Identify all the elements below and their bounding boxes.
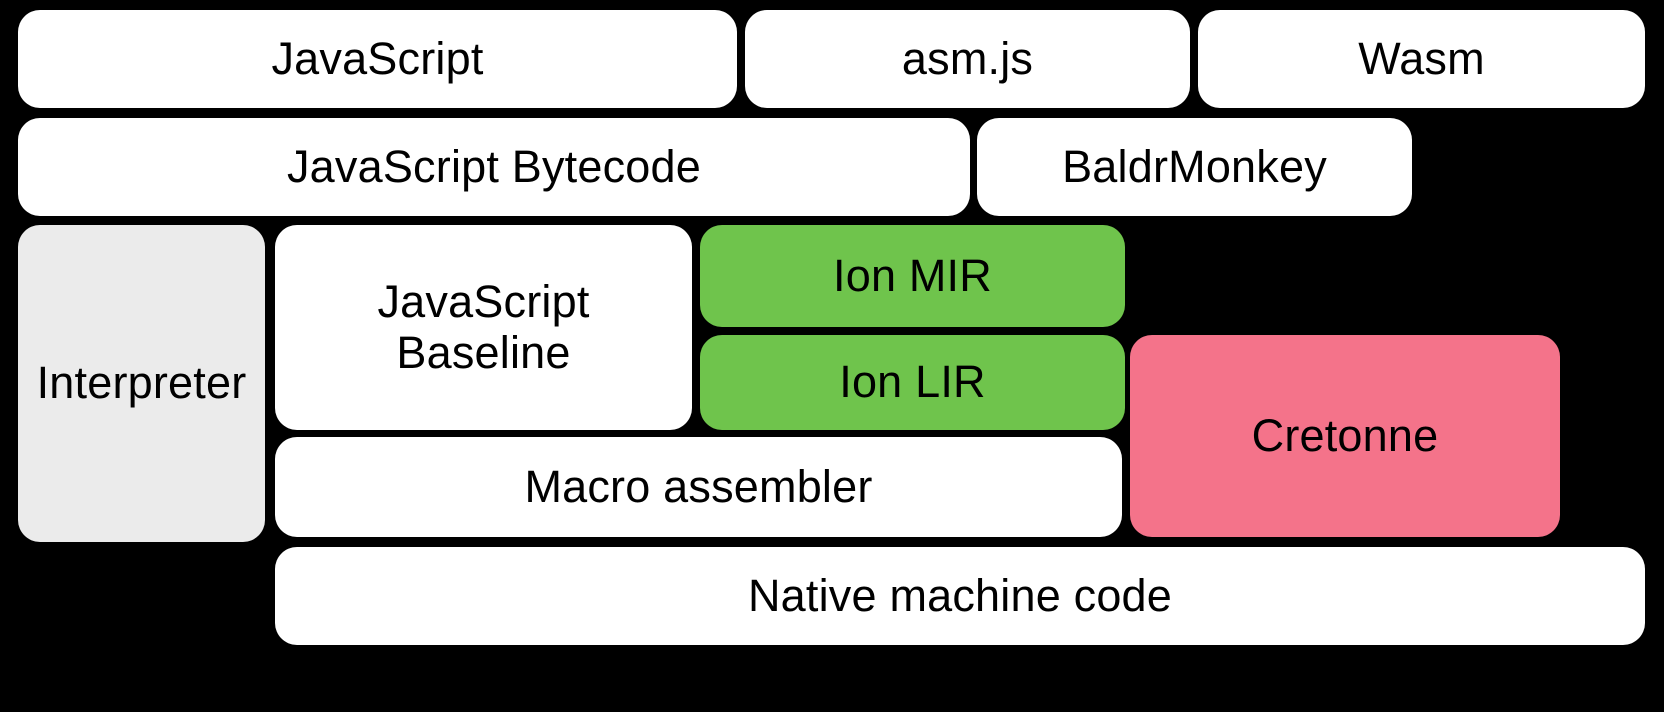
node-native-machine-code: Native machine code: [275, 547, 1645, 645]
node-ion-lir: Ion LIR: [700, 335, 1125, 430]
node-baldrmonkey: BaldrMonkey: [977, 118, 1412, 216]
node-ion-mir: Ion MIR: [700, 225, 1125, 327]
node-macro-assembler: Macro assembler: [275, 437, 1122, 537]
node-javascript-bytecode: JavaScript Bytecode: [18, 118, 970, 216]
node-cretonne: Cretonne: [1130, 335, 1560, 537]
node-interpreter: Interpreter: [18, 225, 265, 542]
node-javascript-baseline: JavaScript Baseline: [275, 225, 692, 430]
node-javascript: JavaScript: [18, 10, 737, 108]
node-wasm: Wasm: [1198, 10, 1645, 108]
node-asmjs: asm.js: [745, 10, 1190, 108]
